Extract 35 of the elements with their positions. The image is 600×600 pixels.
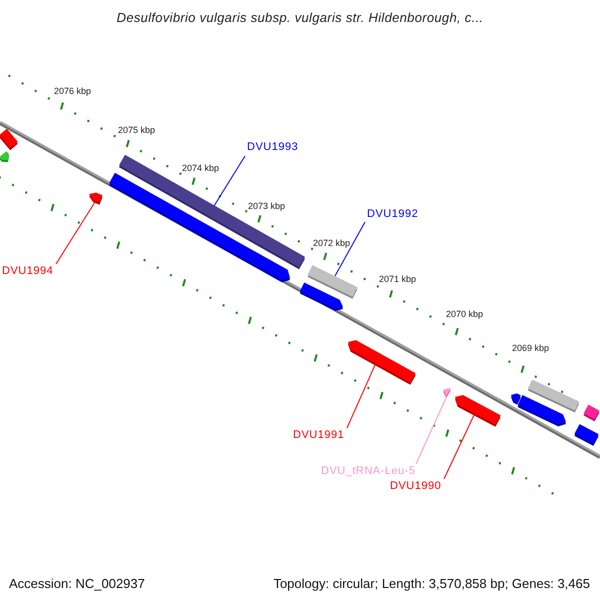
gene-label: DVU1991 (293, 429, 344, 442)
gene-label: DVU1993 (247, 141, 298, 154)
gene-feature (584, 404, 600, 422)
gene-label: DVU1992 (367, 208, 418, 221)
gene-feature (511, 393, 521, 405)
gene-feature (300, 282, 343, 311)
scale-label: 2070 kbp (446, 309, 484, 319)
leader-line (346, 364, 376, 428)
leader-line (56, 202, 96, 264)
gene-feature (0, 128, 18, 150)
leader-line (334, 222, 366, 276)
scale-label: 2072 kbp (313, 238, 350, 248)
scale-label: 2076 kbp (54, 86, 92, 96)
scale-label: 2069 kbp (512, 343, 550, 353)
scale-label: 2075 kbp (118, 125, 156, 135)
title: Desulfovibrio vulgaris subsp. vulgaris str. Hildenborough, c... (116, 9, 484, 27)
scale-label: 2074 kbp (182, 163, 220, 173)
gene-feature (109, 172, 290, 282)
leader-line (416, 398, 446, 464)
gene-feature (0, 151, 9, 162)
scale-label: 2071 kbp (379, 274, 416, 284)
gene-feature (528, 380, 580, 412)
gene-label: DVU_tRNA-Leu-5 (321, 465, 416, 478)
leader-line (214, 156, 246, 206)
genome-stats-text: Topology: circular; Length: 3,570,858 bp; Genes: 3,465 (273, 575, 590, 593)
scale-label: 2073 kbp (248, 201, 286, 211)
gene-feature (348, 340, 416, 385)
trna-feature (443, 388, 451, 398)
accession-text: Accession: NC_002937 (9, 575, 145, 593)
gene-label: DVU1990 (390, 480, 442, 493)
gene-feature (89, 192, 102, 205)
gene-feature (574, 424, 599, 446)
gene-feature (455, 395, 501, 427)
leader-line (444, 412, 476, 480)
gene-label: DVU1994 (2, 265, 54, 278)
